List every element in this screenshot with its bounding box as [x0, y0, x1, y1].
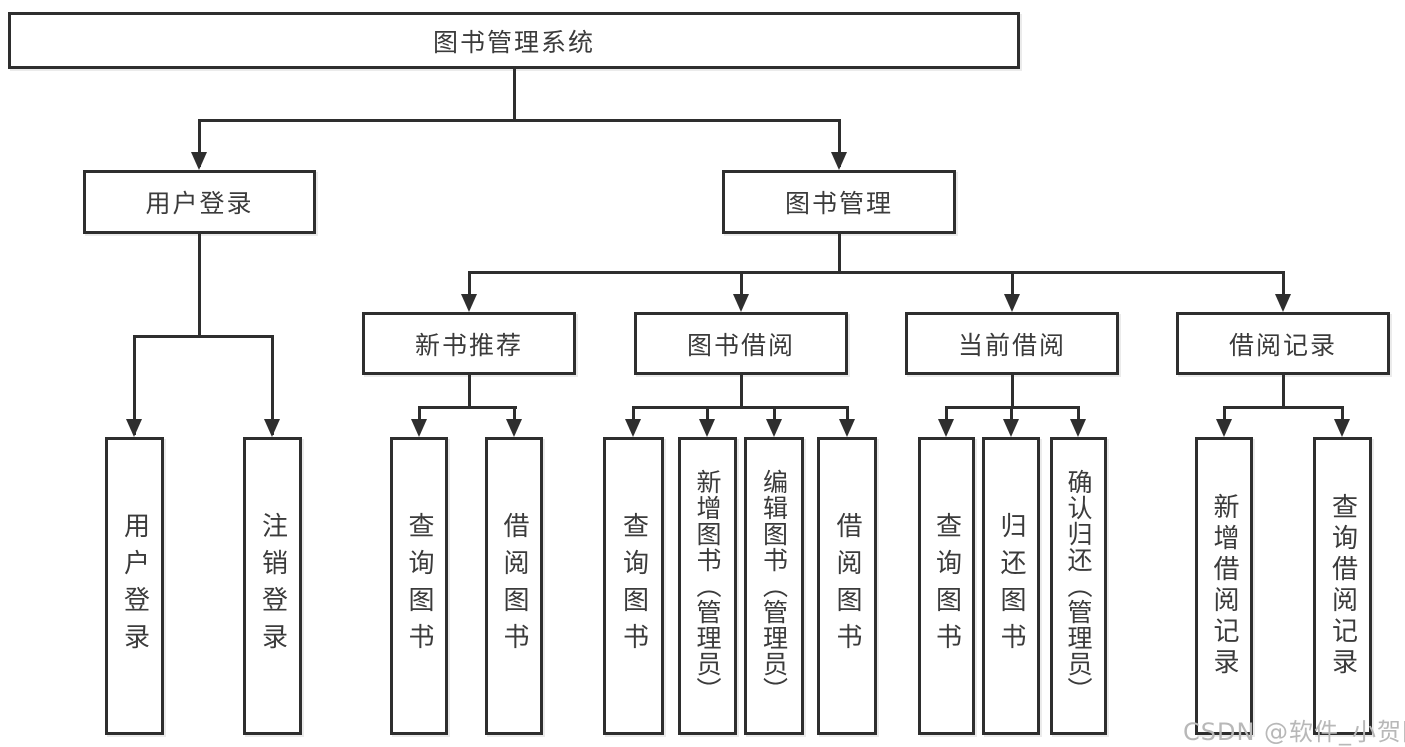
node-label: 借阅记录 [1228, 330, 1337, 360]
leaf-label: 编辑图书（管理员） [759, 469, 789, 703]
leaf-query-books: 查询图书 [390, 437, 448, 735]
arrowhead [126, 419, 142, 437]
arrowhead [411, 419, 427, 437]
connector-to-level2 [468, 271, 471, 299]
arrowhead [831, 152, 847, 170]
arrowhead [733, 294, 749, 312]
leaf-query-books: 查询图书 [603, 437, 664, 735]
leaf-label: 新增借阅记录 [1209, 493, 1239, 679]
connector-to-leaf [1223, 406, 1226, 430]
connector-split [1223, 406, 1344, 409]
connector-to-leaf [846, 406, 849, 430]
arrowhead [264, 419, 280, 437]
leaf-label: 新增图书（管理员） [693, 469, 722, 703]
leaf-label: 确认归还（管理员） [1064, 469, 1093, 703]
arrowhead [699, 419, 715, 437]
node-current-borrowing: 当前借阅 [905, 312, 1119, 375]
connector-to-leaf [945, 406, 948, 430]
node-borrowing-records: 借阅记录 [1176, 312, 1390, 375]
arrowhead [839, 419, 855, 437]
arrowhead [1275, 294, 1291, 312]
connector-stem [1282, 375, 1285, 409]
connector-to-level2 [1011, 271, 1014, 299]
connector-to-leaf [773, 406, 776, 430]
arrowhead [191, 152, 207, 170]
connector-to-book-management [838, 119, 841, 167]
leaf-label: 归还图书 [996, 512, 1026, 660]
leaf-return-books: 归还图书 [982, 437, 1040, 735]
leaf-logout: 注销登录 [243, 437, 302, 735]
leaf-confirm-return-admin: 确认归还（管理员） [1050, 437, 1107, 735]
connector-to-level2 [740, 271, 743, 299]
connector-to-leaf [632, 406, 635, 430]
node-library-management-system: 图书管理系统 [8, 12, 1020, 69]
node-label: 新书推荐 [414, 330, 523, 360]
node-book-management: 图书管理 [722, 170, 956, 234]
arrowhead [1003, 419, 1019, 437]
connector-split [632, 406, 849, 409]
node-user-login: 用户登录 [83, 170, 316, 234]
leaf-borrow-books: 借阅图书 [485, 437, 543, 735]
connector-split [418, 406, 517, 409]
leaf-label: 查询图书 [618, 512, 649, 660]
leaf-label: 查询借阅记录 [1327, 493, 1358, 679]
node-label: 当前借阅 [957, 330, 1066, 360]
leaf-label: 用户登录 [119, 512, 150, 660]
csdn-watermark: CSDN @软件_小贺同学 [1183, 718, 1405, 746]
connector-to-leaf [418, 406, 421, 430]
connector-stem [468, 375, 471, 409]
connector-to-leaf [513, 406, 516, 430]
leaf-label: 借阅图书 [499, 512, 529, 660]
connector-root-split [198, 119, 841, 122]
leaf-add-books-admin: 新增图书（管理员） [678, 437, 737, 735]
connector-to-leaf [706, 406, 709, 430]
connector-bookmgmt-split [468, 271, 1285, 274]
leaf-edit-books-admin: 编辑图书（管理员） [744, 437, 804, 735]
arrowhead [938, 419, 954, 437]
connector-to-leaf [1010, 406, 1013, 430]
arrowhead [1334, 419, 1350, 437]
connector-to-user-login [198, 119, 201, 167]
connector-bookmgmt-stem [838, 233, 841, 274]
leaf-add-borrow-record: 新增借阅记录 [1195, 437, 1253, 735]
leaf-query-books: 查询图书 [918, 437, 975, 735]
arrowhead [1004, 294, 1020, 312]
connector-to-leaf [271, 335, 274, 435]
leaf-label: 借阅图书 [832, 512, 862, 660]
leaf-label: 注销登录 [257, 512, 288, 660]
node-book-borrowing: 图书借阅 [634, 312, 848, 375]
leaf-query-borrow-record: 查询借阅记录 [1313, 437, 1372, 735]
connector-stem [1011, 375, 1014, 409]
arrowhead [625, 419, 641, 437]
connector-to-leaf [1341, 406, 1344, 430]
arrowhead [1070, 419, 1086, 437]
connector-to-leaf [133, 335, 136, 435]
node-label: 图书管理 [784, 189, 893, 218]
arrowhead [506, 419, 522, 437]
connector-to-level2 [1282, 271, 1285, 299]
leaf-label: 查询图书 [931, 512, 962, 660]
arrowhead [1216, 419, 1232, 437]
connector-userlogin-stem [198, 233, 201, 337]
connector-stem [740, 375, 743, 409]
leaf-user-login: 用户登录 [105, 437, 164, 735]
arrowhead [766, 419, 782, 437]
node-new-book-recommendation: 新书推荐 [362, 312, 576, 375]
connector-to-leaf [1077, 406, 1080, 430]
leaf-borrow-books: 借阅图书 [817, 437, 877, 735]
node-label: 图书管理系统 [432, 27, 595, 57]
node-label: 用户登录 [145, 189, 254, 218]
connector-userlogin-split [133, 335, 274, 338]
node-label: 图书借阅 [686, 330, 795, 360]
connector-root-stem [513, 68, 516, 121]
leaf-label: 查询图书 [404, 512, 434, 660]
arrowhead [461, 294, 477, 312]
